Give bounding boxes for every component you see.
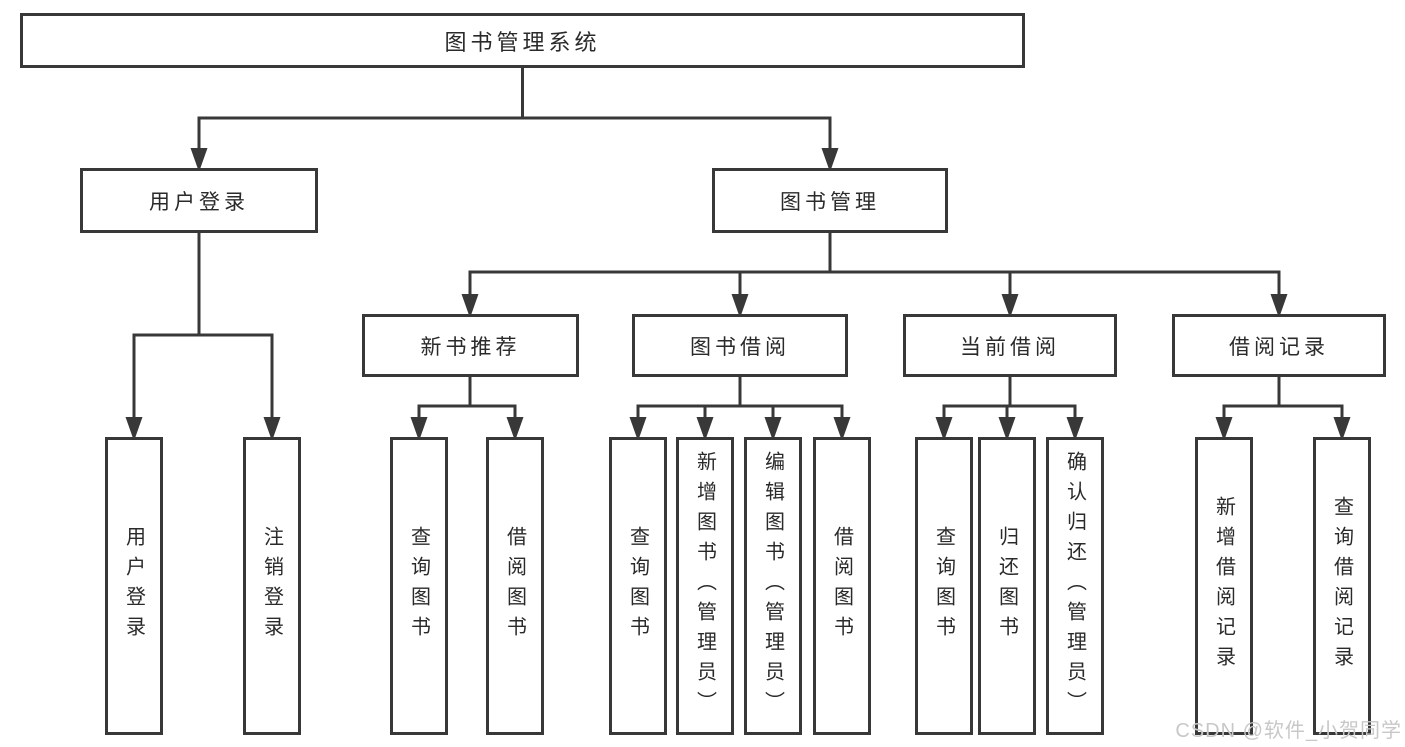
node-leaf-borrow-books: 借阅图书 — [813, 437, 871, 735]
connector — [125, 229, 281, 441]
node-leaf-add-borrow-record: 新增借阅记录 — [1195, 437, 1253, 735]
node-new-book-recommendation: 新书推荐 — [362, 314, 579, 377]
node-leaf-edit-books-admin: 编辑图书（管理员） — [744, 437, 802, 735]
node-leaf-confirm-return-admin: 确认归还（管理员） — [1046, 437, 1104, 735]
node-leaf-borrow-books-recommend: 借阅图书 — [486, 437, 544, 735]
node-current-borrowing: 当前借阅 — [903, 314, 1117, 377]
node-user-login: 用户登录 — [80, 168, 318, 233]
connector — [629, 373, 851, 441]
node-borrowing-records: 借阅记录 — [1172, 314, 1386, 377]
node-leaf-add-books-admin: 新增图书（管理员） — [676, 437, 734, 735]
node-book-borrowing: 图书借阅 — [632, 314, 848, 377]
watermark: CSDN @软件_小贺同学 — [1175, 720, 1402, 742]
node-leaf-return-books: 归还图书 — [978, 437, 1036, 735]
node-leaf-query-books-recommend: 查询图书 — [390, 437, 448, 735]
connector — [190, 64, 839, 172]
connector — [410, 373, 524, 441]
node-book-management: 图书管理 — [712, 168, 948, 233]
node-leaf-user-login: 用户登录 — [105, 437, 163, 735]
node-leaf-query-books-borrow: 查询图书 — [609, 437, 667, 735]
connector — [935, 373, 1084, 441]
node-library-management-system: 图书管理系统 — [20, 13, 1025, 68]
node-leaf-logout: 注销登录 — [243, 437, 301, 735]
connector — [461, 229, 1288, 318]
node-leaf-query-borrow-record: 查询借阅记录 — [1313, 437, 1371, 735]
connector — [1215, 373, 1351, 441]
node-leaf-query-books-current: 查询图书 — [915, 437, 973, 735]
